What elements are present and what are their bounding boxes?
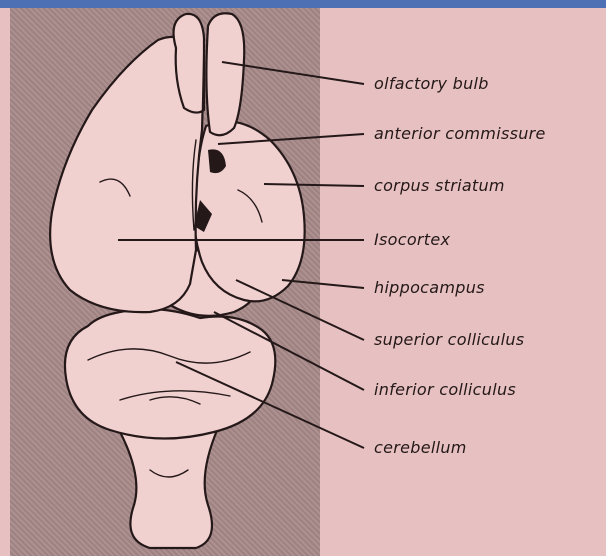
brainstem-shape <box>118 428 218 548</box>
label-inferior-colliculus: inferior colliculus <box>374 380 516 399</box>
label-olfactory-bulb: olfactory bulb <box>374 74 489 93</box>
label-cerebellum: cerebellum <box>374 438 467 457</box>
olfactory-bulb-right-shape <box>206 13 244 135</box>
label-corpus-striatum: corpus striatum <box>374 176 505 195</box>
label-anterior-commissure: anterior commissure <box>374 124 546 143</box>
right-hemisphere-shape <box>194 121 305 301</box>
label-superior-colliculus: superior colliculus <box>374 330 524 349</box>
label-isocortex: Isocortex <box>374 230 450 249</box>
label-hippocampus: hippocampus <box>374 278 485 297</box>
